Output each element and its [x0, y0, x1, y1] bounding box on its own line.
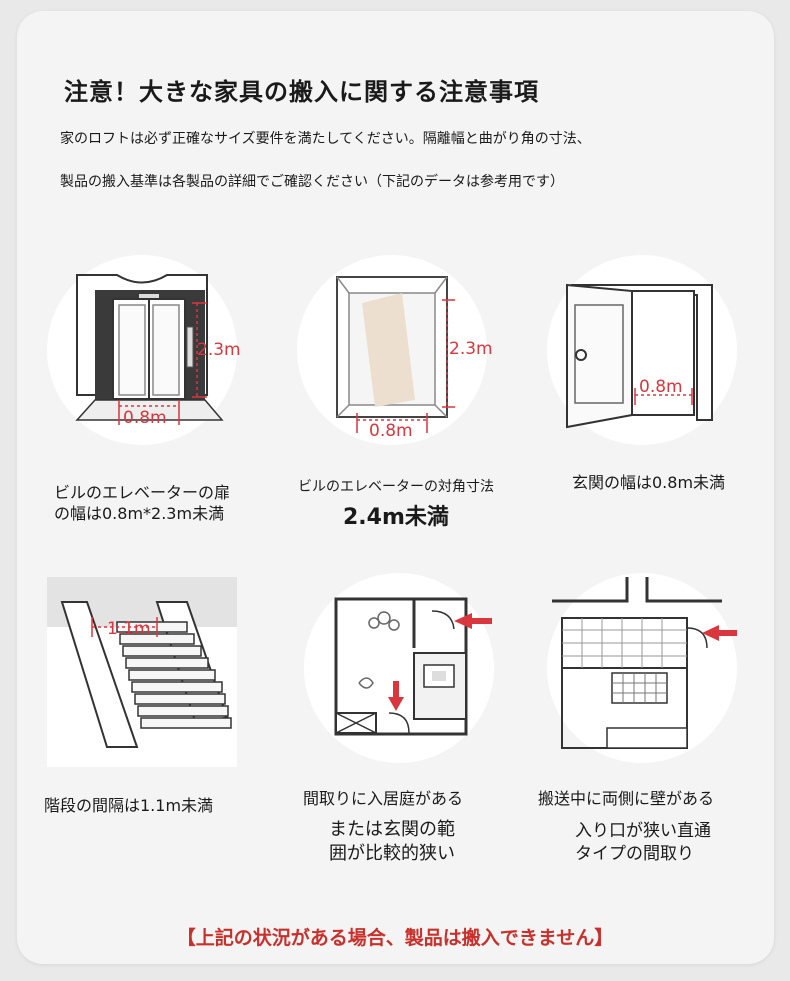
description-line-2: 製品の搬入基準は各製品の詳細でご確認ください（下記のデータは参考用です）	[60, 174, 564, 190]
caption-staircase: 階段の間隔は1.1m未満	[44, 796, 214, 815]
warning-text: 【上記の状況がある場合、製品は搬入できません】	[176, 927, 614, 949]
staircase-icon: 1.1m	[47, 577, 237, 767]
caption-line: タイプの間取り	[575, 844, 694, 864]
caption-line: 搬送中に両側に壁がある	[538, 789, 715, 808]
caption-diagonal-value: 2.4m未満	[343, 505, 449, 530]
caption-narrow-plan: 搬送中に両側に壁がある	[538, 788, 714, 809]
page-title: 注意！大きな家具の搬入に関する注意事項	[64, 78, 539, 106]
caption-floor-plan-detail: または玄関の範 囲が比較的狭い	[329, 818, 455, 866]
entrance-door-icon: 0.8m	[547, 255, 737, 445]
width-label: 0.8m	[369, 421, 413, 441]
caption-elevator-diagonal: ビルのエレベーターの対角寸法	[298, 477, 494, 498]
caption-entrance-door: 玄関の幅は0.8m未満	[572, 473, 726, 492]
caption-line: の幅は0.8m*2.3m未満	[54, 504, 225, 523]
elevator-diagonal-icon: 2.3m 0.8m	[297, 255, 493, 445]
caption-line: 入り口が狭い直通	[575, 821, 711, 841]
caption-floor-plan: 間取りに入居庭がある	[303, 788, 463, 809]
narrow-entrance-plan-icon	[547, 573, 737, 763]
caption-narrow-plan-detail: 入り口が狭い直通 タイプの間取り	[575, 820, 711, 866]
caption-line: ビルのエレベーターの扉	[54, 483, 231, 502]
height-label: 2.3m	[197, 340, 241, 360]
caption-line: または玄関の範	[329, 819, 455, 840]
caption-line: 囲が比較的狭い	[329, 843, 455, 864]
caption-line: 間取りに入居庭がある	[303, 789, 464, 808]
elevator-door-icon: 2.3m 0.8m	[47, 255, 241, 445]
floor-plan-courtyard-icon	[304, 573, 494, 763]
width-label: 1.1m	[107, 619, 151, 639]
height-label: 2.3m	[449, 339, 493, 359]
caption-line: ビルのエレベーターの対角寸法	[298, 479, 494, 495]
width-label: 0.8m	[123, 408, 167, 428]
notice-card	[17, 11, 774, 964]
caption-elevator-door: ビルのエレベーターの扉 の幅は0.8m*2.3m未満	[54, 482, 230, 524]
width-label: 0.8m	[639, 377, 683, 397]
description-line-1: 家のロフトは必ず正確なサイズ要件を満たしてください。隔離幅と曲がり角の寸法、	[60, 131, 591, 147]
